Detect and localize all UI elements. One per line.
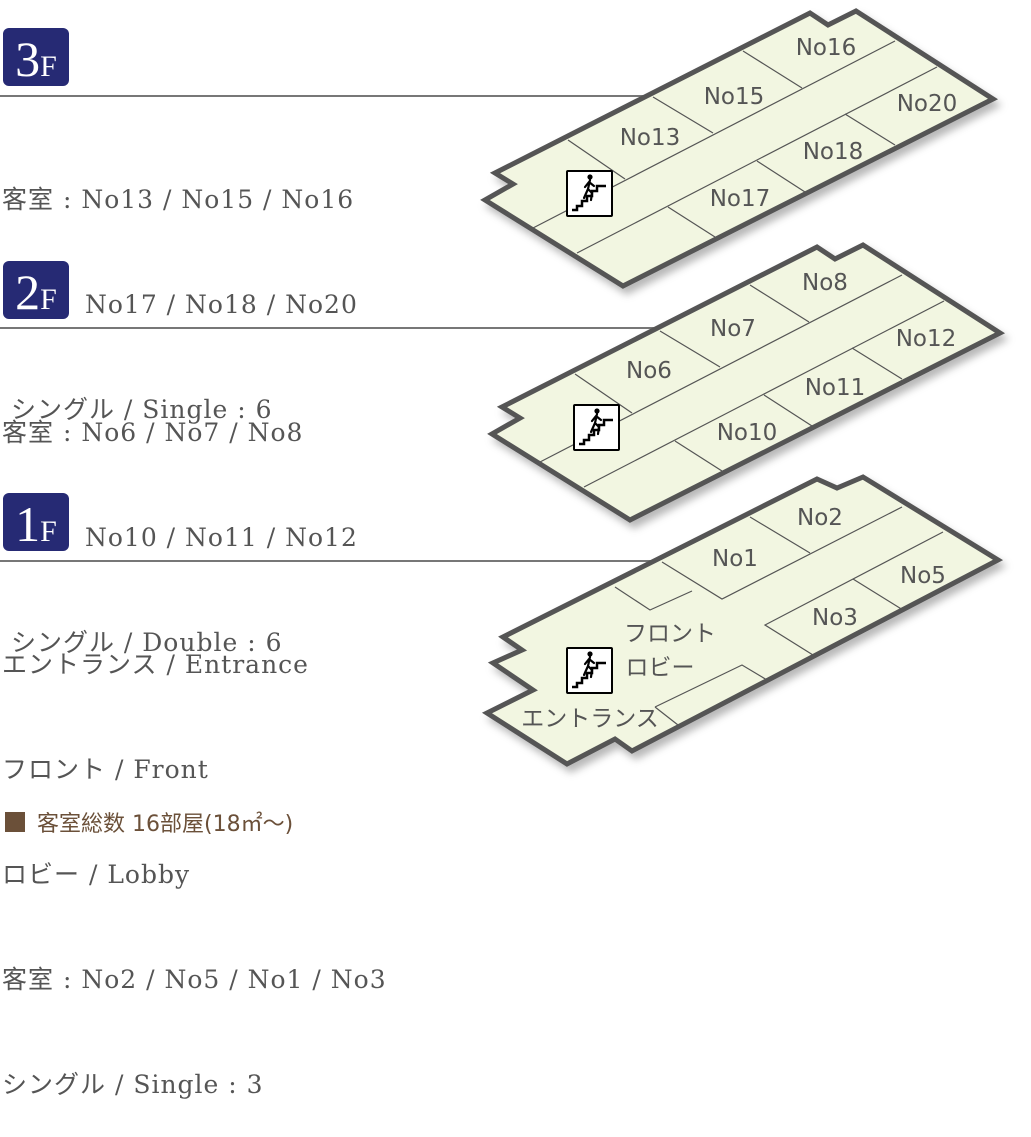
room-label: No18 — [803, 139, 864, 165]
entrance-line: エントランス / Entrance — [2, 650, 309, 679]
room-label: No17 — [710, 186, 771, 212]
rooms-line: No17 / No18 / No20 — [85, 290, 358, 319]
rooms-line: 客室 : No2 / No5 / No1 / No3 — [2, 965, 387, 994]
front-line: フロント / Front — [2, 755, 209, 784]
stairs-icon — [565, 646, 614, 695]
summary-text: 客室総数 16部屋(18㎡～) — [37, 812, 294, 837]
rooms-line: No10 / No11 / No12 — [85, 523, 358, 552]
lobby-line: ロビー / Lobby — [2, 860, 191, 889]
badge-f: F — [40, 515, 57, 548]
square-bullet-icon — [5, 812, 25, 832]
room-label: No11 — [805, 375, 866, 401]
badge-f: F — [40, 283, 57, 316]
rooms-line: 客室 : No13 / No15 / No16 — [2, 185, 355, 214]
badge-number: 3 — [15, 31, 41, 87]
room-label: No2 — [797, 505, 843, 531]
badge-f: F — [40, 50, 57, 83]
stairs-icon — [565, 169, 614, 218]
room-label: No8 — [802, 270, 848, 296]
room-label: No1 — [712, 546, 758, 572]
floor-2f-info: 客室 : No6 / No7 / No8 No10 / No11 / No12 … — [2, 345, 358, 695]
room-type-line: シングル / Single : 3 — [2, 1070, 264, 1099]
stairs-icon — [572, 403, 621, 452]
floor-plans: No16 No15 No13 No20 No18 No17 No8 No7 No… — [481, 0, 1004, 767]
room-label: No13 — [620, 125, 681, 151]
room-type-line: シングル / Single : 6 — [2, 395, 273, 424]
room-label: No10 — [717, 420, 778, 446]
entrance-label: エントランス — [521, 706, 659, 732]
room-total-summary: 客室総数 16部屋(18㎡～) — [5, 806, 293, 838]
badge-number: 2 — [15, 264, 41, 320]
room-label: No12 — [896, 326, 957, 352]
front-label: フロント — [624, 621, 716, 647]
room-type-line: シングル / Double : 6 — [2, 628, 283, 657]
room-label: No16 — [796, 35, 857, 61]
room-label: No6 — [626, 358, 672, 384]
room-label: No20 — [897, 91, 958, 117]
badge-number: 1 — [15, 496, 41, 552]
room-label: No7 — [710, 316, 756, 342]
floor-plan-2f: No8 No7 No6 No12 No11 No10 — [492, 245, 1000, 520]
divider — [0, 560, 655, 562]
floor-plan-3f: No16 No15 No13 No20 No18 No17 — [485, 11, 993, 286]
divider — [0, 95, 655, 97]
floor-3f-info: 客室 : No13 / No15 / No16 No17 / No18 / No… — [2, 112, 358, 462]
floor-plan-1f: No2 No1 No5 No3 フロント ロビー エントランス — [481, 474, 1004, 767]
rooms-line: 客室 : No6 / No7 / No8 — [2, 418, 304, 447]
room-label: No5 — [900, 563, 946, 589]
room-label: No15 — [704, 84, 765, 110]
lobby-label: ロビー — [626, 655, 695, 681]
room-label: No3 — [812, 605, 858, 631]
divider — [0, 327, 655, 329]
